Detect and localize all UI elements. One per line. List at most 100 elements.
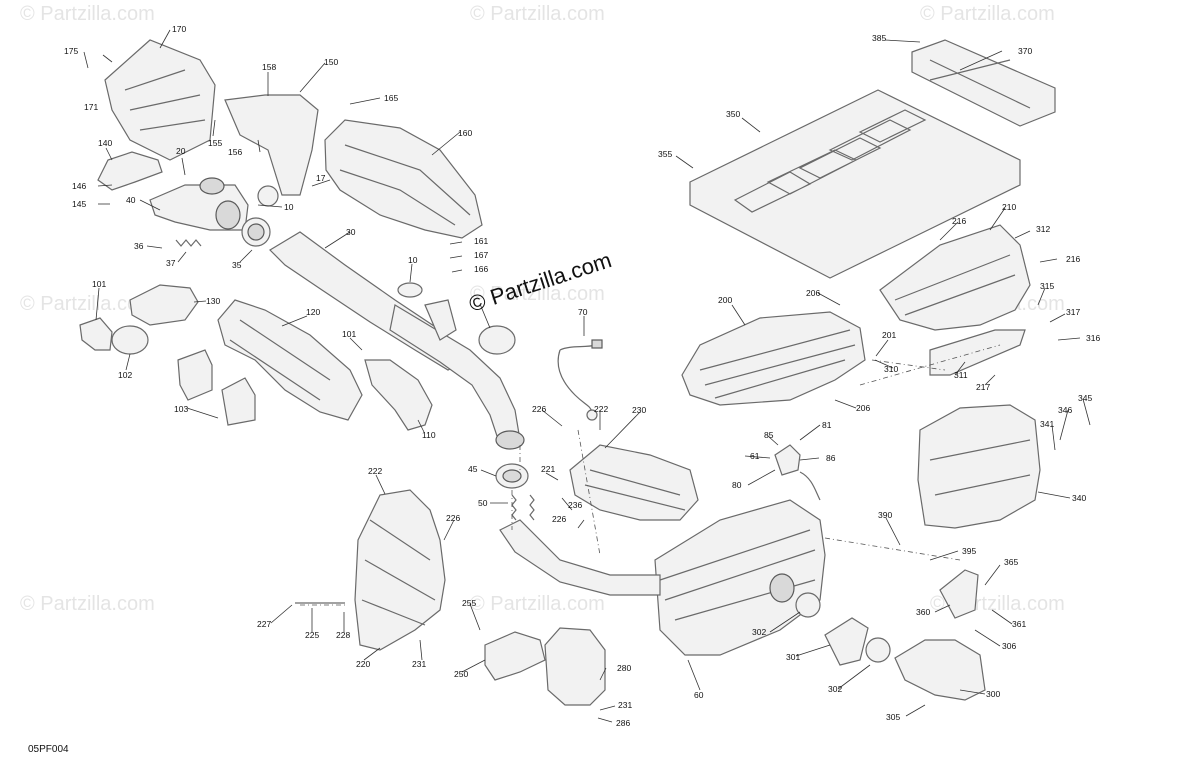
callout-102: 102 bbox=[118, 370, 132, 380]
callout-341: 341 bbox=[1040, 419, 1054, 429]
callout-61: 61 bbox=[750, 451, 760, 461]
callout-150: 150 bbox=[324, 57, 338, 67]
part-10-clamp bbox=[397, 282, 423, 298]
callout-60: 60 bbox=[694, 690, 704, 700]
part-170-heat-shield bbox=[104, 39, 216, 161]
callout-171: 171 bbox=[84, 102, 98, 112]
callout-315: 315 bbox=[1040, 281, 1054, 291]
callout-390: 390 bbox=[878, 510, 892, 520]
part-150-bracket bbox=[224, 94, 319, 196]
part-101-clamp bbox=[79, 317, 113, 351]
callout-160: 160 bbox=[458, 128, 472, 138]
callout-156: 156 bbox=[228, 147, 242, 157]
callout-30: 30 bbox=[346, 227, 356, 237]
watermark: © Partzilla.com bbox=[470, 283, 605, 305]
callout-345: 345 bbox=[1078, 393, 1092, 403]
callout-50: 50 bbox=[478, 498, 488, 508]
part-60-muffler bbox=[654, 499, 826, 656]
part-80-bracket bbox=[774, 444, 801, 476]
part-70-sensor bbox=[557, 344, 597, 413]
callout-36: 36 bbox=[134, 241, 144, 251]
watermark: © Partzilla.com bbox=[20, 293, 155, 315]
callout-306: 306 bbox=[1002, 641, 1016, 651]
part-50-spring bbox=[511, 494, 517, 521]
callout-17: 17 bbox=[316, 173, 326, 183]
callout-226c: 226 bbox=[446, 513, 460, 523]
callout-210: 210 bbox=[1002, 202, 1016, 212]
watermark: © Partzilla.com bbox=[920, 3, 1055, 25]
callout-85: 85 bbox=[764, 430, 774, 440]
callout-228: 228 bbox=[336, 630, 350, 640]
callout-155: 155 bbox=[208, 138, 222, 148]
callout-86: 86 bbox=[826, 453, 836, 463]
callout-101: 101 bbox=[92, 279, 106, 289]
part-340-heat-shield bbox=[917, 404, 1041, 529]
callout-170: 170 bbox=[172, 24, 186, 34]
watermark: © Partzilla.com bbox=[470, 3, 605, 25]
callout-255: 255 bbox=[462, 598, 476, 608]
callout-250: 250 bbox=[454, 669, 468, 679]
part-311-bracket bbox=[929, 329, 1026, 376]
part-220-heat-shield bbox=[354, 489, 446, 651]
callout-221: 221 bbox=[541, 464, 555, 474]
callout-10b: 10 bbox=[408, 255, 418, 265]
part-300-tailpipe bbox=[894, 639, 986, 701]
callout-311: 311 bbox=[954, 370, 968, 380]
callout-226b: 226 bbox=[552, 514, 566, 524]
leader-lines bbox=[83, 29, 1091, 723]
callout-350: 350 bbox=[726, 109, 740, 119]
callout-360: 360 bbox=[916, 607, 930, 617]
callout-316: 316 bbox=[1086, 333, 1100, 343]
callout-227: 227 bbox=[257, 619, 271, 629]
callout-305: 305 bbox=[886, 712, 900, 722]
callout-230: 230 bbox=[632, 405, 646, 415]
callout-365: 365 bbox=[1004, 557, 1018, 567]
part-302-gasket bbox=[795, 592, 821, 618]
watermark: © Partzilla.com bbox=[20, 3, 155, 25]
callout-222: 222 bbox=[594, 404, 608, 414]
callout-301: 301 bbox=[786, 652, 800, 662]
callout-355: 355 bbox=[658, 149, 672, 159]
callout-280: 280 bbox=[617, 663, 631, 673]
callout-312: 312 bbox=[1036, 224, 1050, 234]
callout-175: 175 bbox=[64, 46, 78, 56]
callout-161: 161 bbox=[474, 236, 488, 246]
part-110-shield bbox=[364, 359, 433, 431]
callout-166: 166 bbox=[474, 264, 488, 274]
callout-37: 37 bbox=[166, 258, 176, 268]
watermark: © Partzilla.com bbox=[470, 593, 605, 615]
callout-346: 346 bbox=[1058, 405, 1072, 415]
callout-70: 70 bbox=[578, 307, 588, 317]
callout-labels-bound: 175 171 158 150 165 160 155 156 140 20 1… bbox=[64, 33, 1100, 728]
callout-200: 200 bbox=[718, 295, 732, 305]
callout-130: 130 bbox=[206, 296, 220, 306]
callout-300: 300 bbox=[986, 689, 1000, 699]
callout-110: 110 bbox=[422, 430, 436, 440]
callout-302: 302 bbox=[752, 627, 766, 637]
part-200-heat-shield bbox=[681, 311, 866, 406]
part-250-bracket bbox=[484, 631, 546, 681]
callout-146: 146 bbox=[72, 181, 86, 191]
callout-385: 385 bbox=[872, 33, 886, 43]
callout-310: 310 bbox=[884, 364, 898, 374]
callout-10: 10 bbox=[284, 202, 294, 212]
callout-317: 317 bbox=[1066, 307, 1080, 317]
callout-labels: 170 bbox=[172, 24, 186, 34]
part-140-shield bbox=[97, 151, 163, 191]
part-103-clamp bbox=[177, 349, 213, 401]
callout-361: 361 bbox=[1012, 619, 1026, 629]
callout-45: 45 bbox=[468, 464, 478, 474]
watermark: © Partzilla.com bbox=[20, 593, 155, 615]
callout-201: 201 bbox=[882, 330, 896, 340]
part-210-shield bbox=[879, 224, 1031, 331]
callout-206b: 206 bbox=[856, 403, 870, 413]
callout-222b: 222 bbox=[368, 466, 382, 476]
assembly-lines bbox=[300, 344, 1001, 606]
part-350-skid-plate bbox=[689, 89, 1021, 279]
part-370-bracket bbox=[911, 39, 1056, 127]
callout-35: 35 bbox=[232, 260, 242, 270]
callout-80: 80 bbox=[732, 480, 742, 490]
callout-370: 370 bbox=[1018, 46, 1032, 56]
callout-395: 395 bbox=[962, 546, 976, 556]
